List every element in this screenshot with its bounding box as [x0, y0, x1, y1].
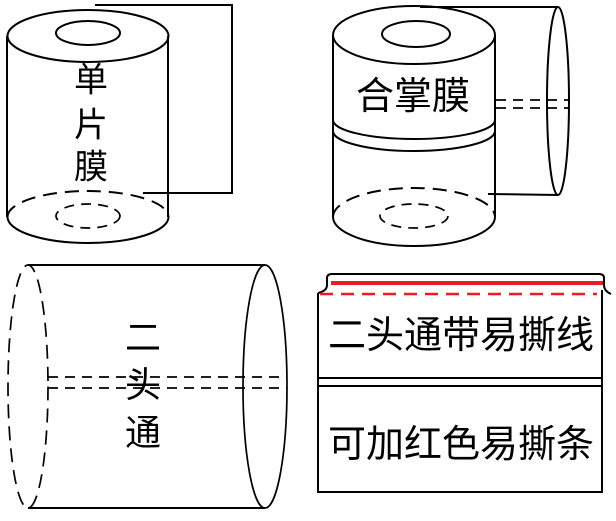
roll-bottom-back-arc-dashed [332, 187, 496, 218]
single-film-label-char-2: 片 [74, 107, 108, 145]
roll-bottom-core-dashed [55, 203, 121, 229]
roll-bottom-core-dashed [379, 203, 449, 229]
roll-top-outer-ellipse [332, 5, 496, 65]
two-end-open-figure: 二 头 通 [7, 264, 288, 509]
roll-core-hole [55, 20, 121, 46]
roll-bottom-front-arc [332, 216, 496, 247]
roll-top-outer-ellipse [6, 9, 170, 63]
film-sheet-outline [95, 4, 233, 194]
bag-body-outline [317, 290, 603, 493]
tear-strip-bag-figure: 二头通带易撕线 可加红色易撕条 [317, 273, 612, 493]
fold-band-upper-arc [332, 119, 496, 140]
tear-bag-label-line2: 可加红色易撕条 [328, 424, 594, 466]
folded-film-label: 合掌膜 [356, 76, 470, 118]
bag-flap-outline [317, 273, 612, 295]
fold-band-lower-arc [332, 130, 496, 152]
single-sheet-film-figure: 单 片 膜 [6, 4, 233, 244]
roll-bottom-front-arc [6, 216, 170, 244]
folded-film-figure: 合掌膜 [332, 5, 570, 247]
single-film-label-char-1: 单 [74, 63, 108, 100]
tube-bottom-edge [487, 193, 559, 196]
right-end-ellipse [242, 264, 288, 509]
two-end-open-label-char-3: 通 [125, 413, 161, 453]
roll-core-hole [381, 20, 451, 48]
two-end-open-label-char-2: 头 [125, 365, 161, 405]
two-end-open-label-char-1: 二 [125, 318, 161, 358]
tear-bag-label-line1: 二头通带易撕线 [328, 315, 594, 357]
tube-end-ellipse [546, 6, 570, 196]
left-end-ellipse-dashed [7, 264, 49, 509]
single-film-label-char-3: 膜 [74, 149, 108, 187]
roll-bottom-back-arc-dashed [6, 190, 170, 218]
